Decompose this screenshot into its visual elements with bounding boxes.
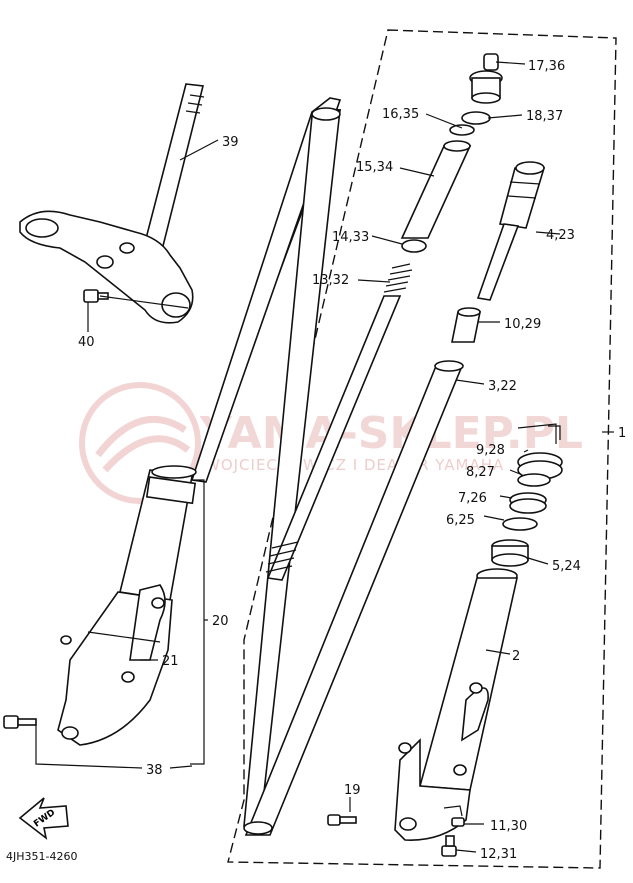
under-bracket-stem xyxy=(19,83,205,324)
spacer-15 xyxy=(400,140,472,239)
bushing-5 xyxy=(491,539,529,567)
callout-12-31: 12,31 xyxy=(480,847,517,862)
callout-15-34: 15,34 xyxy=(356,160,393,175)
callout-18-37: 18,37 xyxy=(526,109,563,124)
o-ring-18 xyxy=(461,111,491,125)
callout-3-22: 3,22 xyxy=(488,379,517,394)
callout-7-26: 7,26 xyxy=(458,491,487,506)
callout-20: 20 xyxy=(212,614,229,629)
inner-tube xyxy=(243,107,464,836)
washer-11 xyxy=(451,817,465,827)
left-fork-assembly xyxy=(57,97,342,746)
washer-7 xyxy=(509,492,547,514)
watermark-title: YAMA-SKLEP.PL xyxy=(199,408,583,459)
callout-labels: 1 2 3,22 4,23 5,24 6,25 7,26 8,27 9,28 1… xyxy=(78,59,626,862)
callout-39: 39 xyxy=(222,135,239,150)
diagram-code: 4JH351-4260 xyxy=(6,850,77,863)
fwd-arrow: FWD xyxy=(18,797,69,840)
callout-1: 1 xyxy=(618,426,626,441)
callout-21: 21 xyxy=(162,654,179,669)
bolt-38 xyxy=(3,715,37,729)
drain-bolt-12 xyxy=(441,835,457,857)
outer-tube xyxy=(394,568,518,841)
callout-9-28: 9,28 xyxy=(476,443,505,458)
watermark: YAMA-SKLEP.PL WOJCIECHOWICZ I DEALER YAM… xyxy=(79,382,583,504)
callout-13-32: 13,32 xyxy=(312,273,349,288)
callout-40: 40 xyxy=(78,335,95,350)
washer-14 xyxy=(401,239,427,253)
callout-2: 2 xyxy=(512,649,520,664)
callout-38: 38 xyxy=(146,763,163,778)
callout-14-33: 14,33 xyxy=(332,230,369,245)
fork-spring xyxy=(265,263,413,581)
collar-10 xyxy=(451,307,481,343)
leader-lines xyxy=(35,61,614,853)
damper-rod xyxy=(476,161,546,301)
callout-4-23: 4,23 xyxy=(546,228,575,243)
bolt-19 xyxy=(327,814,357,826)
callout-5-24: 5,24 xyxy=(552,559,581,574)
watermark-subtitle: WOJCIECHOWICZ I DEALER YAMAHA xyxy=(205,456,504,474)
callout-6-25: 6,25 xyxy=(446,513,475,528)
callout-16-35: 16,35 xyxy=(382,107,419,122)
assembly-boundary xyxy=(227,29,617,869)
callout-19: 19 xyxy=(344,783,361,798)
callout-11-30: 11,30 xyxy=(490,819,527,834)
watermark-logo-icon xyxy=(79,382,201,504)
clip-8 xyxy=(517,473,551,487)
washer-16 xyxy=(449,124,475,136)
bushing-6 xyxy=(502,517,538,531)
callout-8-27: 8,27 xyxy=(466,465,495,480)
callout-10-29: 10,29 xyxy=(504,317,541,332)
cap-bolt-17 xyxy=(469,53,503,104)
callout-17-36: 17,36 xyxy=(528,59,565,74)
